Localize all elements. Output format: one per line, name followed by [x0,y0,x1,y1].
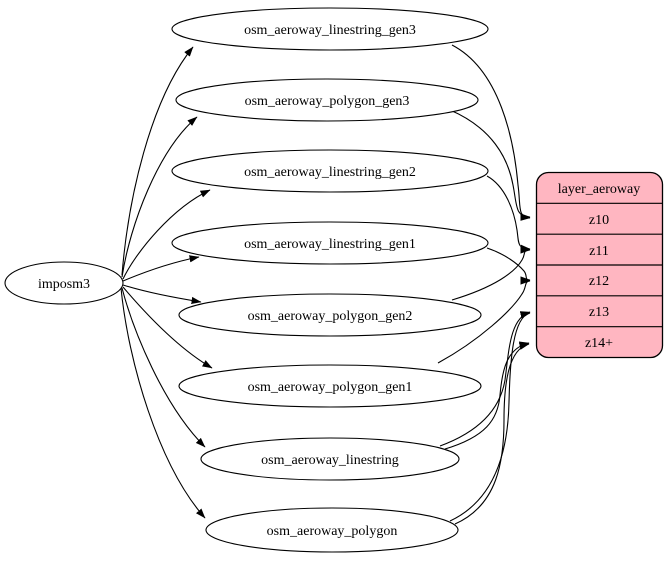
table-label: osm_aeroway_linestring_gen1 [244,237,416,252]
layer-row-z11: z11 [589,244,609,259]
table-label: osm_aeroway_polygon [267,524,398,539]
table-ellipse [175,78,479,122]
table-ellipse [200,437,460,481]
table-label: osm_aeroway_linestring [261,453,399,468]
edge-imposm3-to-osm-aeroway-polygon [120,287,206,519]
edge-imposm3-to-osm-aeroway-linestring-gen3 [121,46,194,276]
edge-imposm3-to-osm-aeroway-linestring [121,287,206,448]
table-label: osm_aeroway_polygon_gen3 [245,94,410,109]
layer-row-z14: z14+ [585,336,613,351]
table-label: osm_aeroway_linestring_gen2 [244,165,416,180]
edge-osm-aeroway-linestring-to-z14 [444,341,530,450]
edge-imposm3-to-osm-aeroway-linestring-gen1 [122,255,200,282]
edge-osm-aeroway-polygon-gen1-to-z12 [437,277,531,364]
edge-osm-aeroway-linestring-gen3-to-z10 [451,44,531,221]
edge-imposm3-to-osm-aeroway-polygon-gen3 [121,116,198,278]
table-ellipse [171,221,489,265]
node-osm-aeroway-polygon-gen1: osm_aeroway_polygon_gen1 [178,364,482,408]
edge-osm-aeroway-polygon-to-z13 [449,311,531,522]
node-imposm3: imposm3 [4,261,124,305]
table-ellipse [205,507,459,553]
edge-osm-aeroway-polygon-to-z14 [454,342,530,525]
table-ellipse [178,293,482,337]
layer-row-z12: z12 [589,274,609,289]
edge-osm-aeroway-polygon-gen2-to-z11 [451,246,531,301]
layer-row-z10: z10 [589,213,609,228]
edge-imposm3-to-osm-aeroway-polygon-gen2 [122,284,202,305]
node-osm-aeroway-linestring-gen3: osm_aeroway_linestring_gen3 [171,7,489,51]
edge-osm-aeroway-linestring-to-z13 [439,311,531,447]
edge-imposm3-to-osm-aeroway-polygon-gen1 [122,286,213,369]
table-ellipse [171,7,489,51]
node-osm-aeroway-polygon: osm_aeroway_polygon [205,507,459,553]
node-imposm3-shape [4,261,124,305]
layer-row-z13: z13 [589,305,609,320]
table-nodes: osm_aeroway_linestring_gen3 osm_aeroway_… [171,7,489,553]
table-label: osm_aeroway_polygon_gen2 [248,309,413,324]
edge-osm-aeroway-polygon-gen3-to-z10 [449,109,531,221]
layer-title: layer_aeroway [558,182,640,197]
node-osm-aeroway-linestring-gen2: osm_aeroway_linestring_gen2 [171,149,489,193]
edge-osm-aeroway-linestring-gen2-to-z11 [486,175,531,252]
table-label: osm_aeroway_linestring_gen3 [244,23,416,38]
table-ellipse [178,364,482,408]
table-ellipse [171,149,489,193]
edges-tables-to-layer [437,44,531,525]
node-layer-aeroway: layer_aeroway z10 z11 z12 z13 z14+ [535,171,664,359]
edge-imposm3-to-osm-aeroway-linestring-gen2 [122,189,211,280]
node-osm-aeroway-polygon-gen3: osm_aeroway_polygon_gen3 [175,78,479,122]
node-osm-aeroway-linestring: osm_aeroway_linestring [200,437,460,481]
edges-source-to-tables [120,46,213,519]
node-osm-aeroway-linestring-gen1: osm_aeroway_linestring_gen1 [171,221,489,265]
edge-osm-aeroway-linestring-gen1-to-z12 [486,247,531,284]
node-osm-aeroway-polygon-gen2: osm_aeroway_polygon_gen2 [178,293,482,337]
table-label: osm_aeroway_polygon_gen1 [248,380,413,395]
node-imposm3-label: imposm3 [38,277,90,292]
